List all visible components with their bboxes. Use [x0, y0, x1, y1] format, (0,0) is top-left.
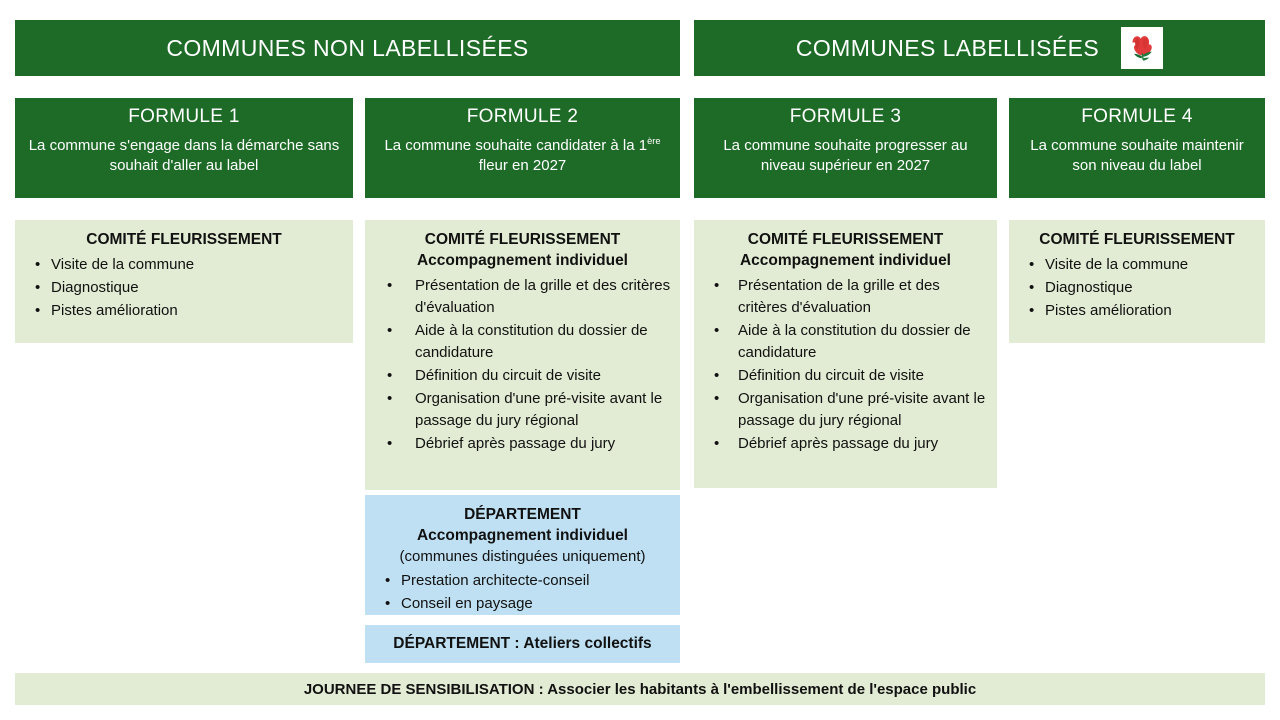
- list-item: • Aide à la constitution du dossier de ca…: [373, 320, 672, 364]
- footer-journee-sensibilisation: JOURNEE DE SENSIBILISATION : Associer le…: [15, 673, 1265, 705]
- dept-ateliers-text: DÉPARTEMENT : Ateliers collectifs: [393, 635, 652, 652]
- bullet-icon: •: [385, 572, 391, 590]
- bullet-icon: •: [387, 367, 393, 385]
- footer-text: JOURNEE DE SENSIBILISATION : Associer le…: [303, 680, 977, 698]
- panel-3-sub: Accompagnement individuel: [739, 251, 951, 269]
- formula-4-title: FORMULE 4: [1081, 106, 1193, 127]
- list-item-text: Définition du circuit de visite: [415, 367, 601, 385]
- bullet-icon: •: [1029, 255, 1035, 273]
- dept-head: DÉPARTEMENT: [464, 506, 581, 523]
- panel-formule-1-comite: COMITÉ FLEURISSEMENT • Visite de la commu…: [15, 220, 353, 343]
- dept-sub: Accompagnement individuel: [416, 526, 628, 544]
- list-item: • Diagnostique: [1017, 277, 1257, 299]
- bullet-icon: •: [1029, 278, 1035, 296]
- bullet-icon: •: [714, 390, 720, 408]
- bullet-icon: •: [35, 278, 41, 296]
- bullet-icon: •: [714, 321, 720, 339]
- list-item: • Débrief après passage du jury: [373, 433, 672, 455]
- panel-formule-3-comite: COMITÉ FLEURISSEMENT Accompagnement indi…: [694, 220, 997, 488]
- panel-4-head: COMITÉ FLEURISSEMENT: [1039, 231, 1235, 248]
- formula-1-title: FORMULE 1: [128, 106, 240, 127]
- formula-3-title: FORMULE 3: [789, 106, 902, 127]
- list-item: • Pistes amélioration: [23, 300, 345, 322]
- panel-1-list: • Visite de la commune • Diagnostique • Pis…: [23, 254, 345, 322]
- formula-2-desc-post: fleur en 2027: [478, 157, 567, 175]
- bullet-icon: •: [385, 595, 391, 613]
- formula-4-box: FORMULE 4 La commune souhaite maintenir …: [1009, 98, 1265, 198]
- list-item: • Conseil en paysage: [373, 593, 672, 615]
- formula-4-desc: La commune souhaite maintenir son niveau…: [1030, 137, 1244, 175]
- list-item-text: Pistes amélioration: [51, 302, 178, 320]
- panel-formule-4-comite: COMITÉ FLEURISSEMENT • Visite de la commu…: [1009, 220, 1265, 343]
- panel-1-head: COMITÉ FLEURISSEMENT: [86, 231, 282, 248]
- list-item: • Présentation de la grille et des critèr…: [373, 275, 672, 319]
- panel-departement-ateliers-collectifs: DÉPARTEMENT : Ateliers collectifs: [365, 625, 680, 663]
- banner-communes-non-labellisees: COMMUNES NON LABELLISÉES: [15, 20, 680, 76]
- list-item: • Visite de la commune: [23, 254, 345, 276]
- list-item: • Organisation d'une pré-visite avant le …: [702, 388, 989, 432]
- bullet-icon: •: [35, 302, 41, 320]
- list-item-text: Conseil en paysage: [401, 595, 533, 613]
- formula-2-desc-pre: La commune souhaite candidater à la 1: [384, 137, 648, 154]
- flower-label-icon: [1121, 27, 1164, 69]
- formula-3-box: FORMULE 3 La commune souhaite progresser…: [694, 98, 997, 198]
- list-item-text: Débrief après passage du jury: [415, 435, 616, 453]
- banner-communes-labellisees: COMMUNES LABELLISÉES: [694, 20, 1265, 76]
- panel-2-sub: Accompagnement individuel: [416, 251, 628, 269]
- formula-3-desc: La commune souhaite progresser au niveau…: [723, 137, 968, 175]
- list-item-text: Diagnostique: [51, 278, 139, 296]
- list-item: • Diagnostique: [23, 277, 345, 299]
- panel-2-list: • Présentation de la grille et des critèr…: [373, 275, 672, 455]
- list-item-text: Définition du circuit de visite: [738, 367, 924, 385]
- panel-4-list: • Visite de la commune • Diagnostique • Pis…: [1017, 254, 1257, 322]
- list-item: • Pistes amélioration: [1017, 300, 1257, 322]
- bullet-icon: •: [387, 390, 393, 408]
- list-item-text: Aide à la constitution du dossier de can…: [738, 321, 971, 361]
- bullet-icon: •: [387, 435, 393, 453]
- bullet-icon: •: [714, 435, 720, 453]
- bullet-icon: •: [387, 276, 393, 294]
- list-item-text: Présentation de la grille et des critère…: [738, 276, 940, 316]
- bullet-icon: •: [1029, 302, 1035, 320]
- list-item: • Visite de la commune: [1017, 254, 1257, 276]
- list-item-text: Prestation architecte-conseil: [401, 572, 590, 590]
- formula-1-box: FORMULE 1 La commune s'engage dans la dé…: [15, 98, 353, 198]
- list-item-text: Débrief après passage du jury: [738, 435, 939, 453]
- list-item-text: Diagnostique: [1045, 278, 1133, 296]
- bullet-icon: •: [714, 276, 720, 294]
- list-item-text: Visite de la commune: [51, 255, 195, 273]
- panel-3-list: • Présentation de la grille et des critèr…: [702, 275, 989, 455]
- panel-3-head: COMITÉ FLEURISSEMENT: [747, 231, 944, 248]
- panel-2-head: COMITÉ FLEURISSEMENT: [424, 231, 621, 248]
- list-item: • Organisation d'une pré-visite avant le …: [373, 388, 672, 432]
- formula-1-desc: La commune s'engage dans la démarche san…: [28, 137, 340, 175]
- formula-2-box: FORMULE 2 La commune souhaite candidater…: [365, 98, 680, 198]
- bullet-icon: •: [714, 367, 720, 385]
- banner-left-title: COMMUNES NON LABELLISÉES: [166, 34, 529, 61]
- list-item-text: Pistes amélioration: [1045, 302, 1172, 320]
- list-item: • Aide à la constitution du dossier de ca…: [702, 320, 989, 364]
- formula-2-title: FORMULE 2: [466, 106, 579, 127]
- formula-2-desc: La commune souhaite candidater à la 1ère…: [375, 136, 670, 177]
- panel-formule-2-comite: COMITÉ FLEURISSEMENT Accompagnement indi…: [365, 220, 680, 490]
- list-item: • Définition du circuit de visite: [702, 365, 989, 387]
- list-item: • Débrief après passage du jury: [702, 433, 989, 455]
- list-item: • Prestation architecte-conseil: [373, 570, 672, 592]
- dept-note: (communes distinguées uniquement): [399, 547, 646, 565]
- list-item: • Définition du circuit de visite: [373, 365, 672, 387]
- banner-right-title: COMMUNES LABELLISÉES: [795, 34, 1100, 61]
- list-item-text: Visite de la commune: [1045, 255, 1189, 273]
- list-item-text: Présentation de la grille et des critère…: [415, 276, 671, 316]
- list-item-text: Aide à la constitution du dossier de can…: [415, 321, 648, 361]
- list-item: • Présentation de la grille et des critèr…: [702, 275, 989, 319]
- bullet-icon: •: [35, 255, 41, 273]
- panel-departement-accompagnement: DÉPARTEMENT Accompagnement individuel (c…: [365, 495, 680, 615]
- list-item-text: Organisation d'une pré-visite avant le p…: [738, 390, 986, 430]
- list-item-text: Organisation d'une pré-visite avant le p…: [415, 390, 663, 430]
- bullet-icon: •: [387, 321, 393, 339]
- formula-2-desc-ordinal: ère: [647, 136, 661, 146]
- dept-list: • Prestation architecte-conseil • Conseil …: [373, 570, 672, 615]
